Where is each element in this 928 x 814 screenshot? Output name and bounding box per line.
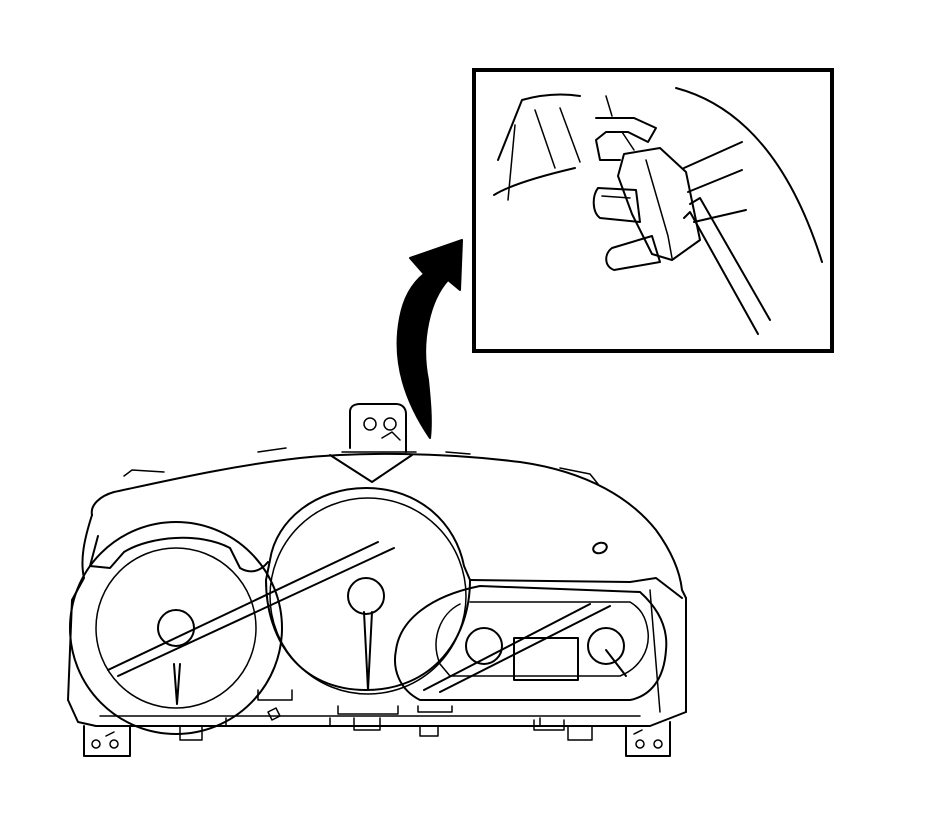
housing-left-side (67, 514, 97, 727)
tachometer-gauge (69, 521, 283, 735)
inset-frame (472, 68, 834, 353)
detail-inset (472, 68, 834, 353)
right-gauge-panel (394, 585, 668, 701)
right-mount-bracket (625, 721, 671, 757)
inset-bracket-lower (493, 167, 576, 196)
housing-top-lip (123, 447, 599, 485)
housing-right-detail (649, 589, 661, 713)
inset-rail-bottom (693, 209, 747, 223)
housing-inner-left (89, 535, 269, 573)
inset-bracket-line-2 (534, 109, 556, 169)
temp-gauge (587, 627, 625, 665)
glare-line-left (107, 541, 379, 671)
inset-panel-edge (675, 87, 823, 263)
inset-prong-upper-inner (601, 195, 631, 199)
housing-right-side (469, 577, 683, 599)
housing-bottom-rail (95, 711, 687, 727)
inset-release-tool (683, 211, 759, 335)
inset-release-tool-edge (689, 197, 771, 321)
inset-prong-lower (605, 235, 661, 271)
temp-gauge-needle (605, 649, 627, 677)
inset-latch-tab-inner (605, 95, 635, 151)
inset-bracket-left (497, 93, 581, 161)
bottom-center-mount (179, 725, 593, 741)
glare-line-left-2 (117, 547, 395, 677)
speedometer-needle (363, 611, 373, 691)
inset-rail-lower (687, 169, 743, 193)
speedometer-gauge (265, 487, 471, 695)
inset-connector-edge (645, 159, 673, 259)
inset-prong-upper (592, 187, 641, 223)
tachometer-needle (173, 663, 181, 705)
instrument-cluster (67, 403, 687, 757)
top-connector-tab (329, 403, 417, 483)
inset-latch-tab (595, 117, 657, 161)
zoom-arrow (396, 239, 463, 439)
housing-bottom-tabs (257, 689, 565, 731)
reset-knob (592, 541, 608, 555)
glare-line-right (423, 603, 591, 691)
housing-bottom-rail-inner (99, 715, 641, 727)
fuel-gauge (465, 627, 503, 665)
inset-rail-upper (683, 141, 743, 169)
inset-bracket-line-1 (507, 124, 516, 201)
bottom-screw-mark (267, 707, 281, 721)
left-mount-bracket (83, 725, 131, 757)
glare-line-right-2 (439, 605, 611, 693)
odometer-display (513, 637, 579, 681)
inset-bracket-line-3 (559, 107, 581, 163)
housing-outline (90, 452, 687, 713)
